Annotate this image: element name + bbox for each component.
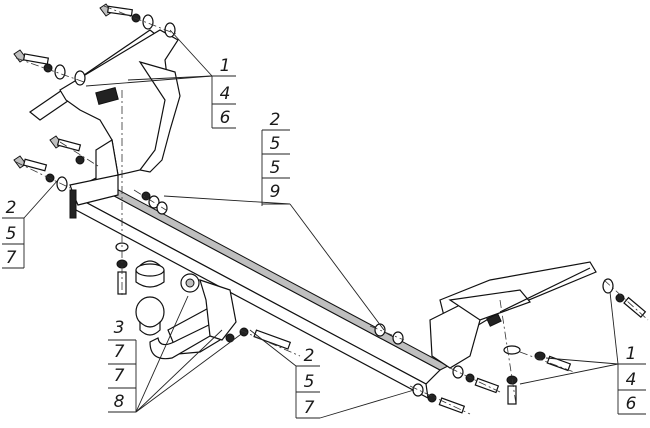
callout-7-left: 7 <box>5 248 17 268</box>
tow-ball-cap <box>135 260 165 288</box>
callout-7-bottom: 7 <box>303 398 315 418</box>
fasteners <box>13 3 647 414</box>
right-mounting-bracket <box>429 261 597 369</box>
callout-8-ball: 8 <box>113 392 125 412</box>
callout-7-ball-b: 7 <box>113 366 125 386</box>
callout-1-bottom-right: 1 <box>625 344 637 364</box>
callout-4-bottom-right: 4 <box>625 370 637 390</box>
callout-7-ball-a: 7 <box>113 342 125 362</box>
callout-2-middle: 2 <box>269 110 281 130</box>
callout-5-middle-b: 5 <box>269 158 281 178</box>
callout-2-bottom: 2 <box>303 346 315 366</box>
tow-ball <box>135 296 165 336</box>
left-mounting-bracket <box>28 29 181 219</box>
callout-6-bottom-right: 6 <box>625 394 637 414</box>
callout-4-top: 4 <box>219 84 231 104</box>
callout-2-left: 2 <box>5 198 17 218</box>
callout-5-bottom: 5 <box>303 372 315 392</box>
main-crossbeam <box>73 177 450 400</box>
callout-1-top: 1 <box>219 56 231 76</box>
callout-3-ball: 3 <box>113 318 125 338</box>
callout-5-middle-a: 5 <box>269 134 281 154</box>
callout-6-top: 6 <box>219 108 231 128</box>
callout-leaders <box>2 29 646 419</box>
assembly-axes <box>15 5 649 415</box>
callout-9-middle: 9 <box>269 182 281 202</box>
tow-ball-mount <box>149 273 237 360</box>
callout-5-left: 5 <box>5 224 17 244</box>
